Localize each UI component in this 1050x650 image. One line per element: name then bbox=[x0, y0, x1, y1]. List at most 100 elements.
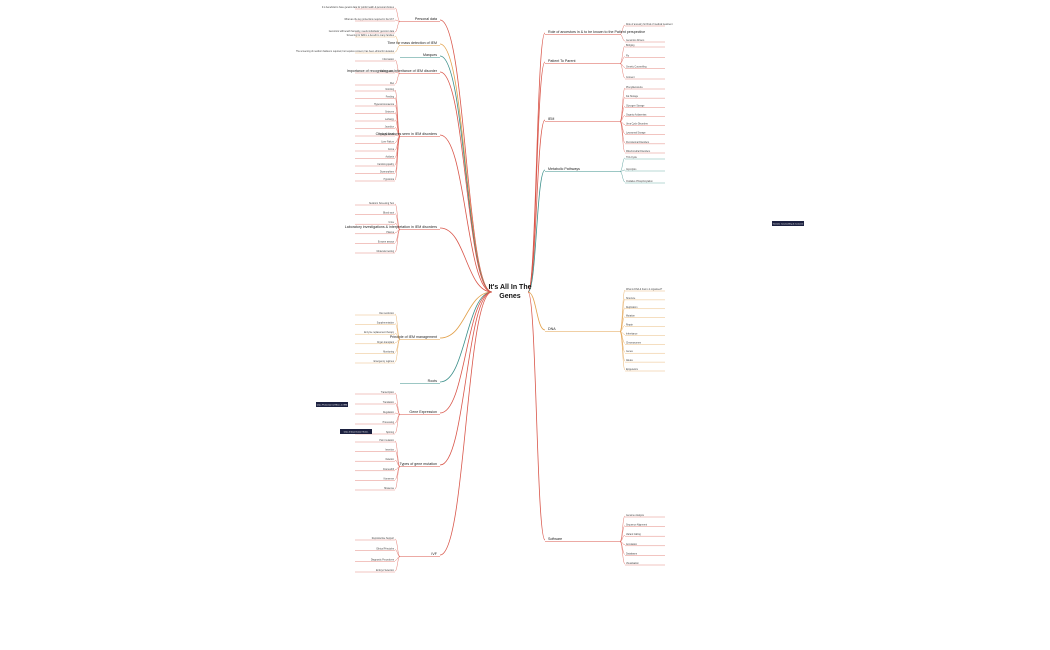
subtopic[interactable]: Urea Cycle Disorders bbox=[626, 123, 649, 126]
subtopic[interactable]: Organ transplant bbox=[377, 341, 394, 344]
highlight-box[interactable]: Genetic Counselling & Consent bbox=[772, 221, 804, 226]
subtopic[interactable]: What are the key protections required in… bbox=[344, 18, 394, 21]
subtopic[interactable]: Supplementation bbox=[377, 322, 395, 325]
subtopic[interactable]: Point mutation bbox=[379, 439, 394, 442]
subtopic[interactable]: Jaundice bbox=[385, 127, 395, 129]
subtopic[interactable]: Bridging bbox=[626, 44, 635, 47]
subtopic[interactable]: Genomics will benefit humanity, needs in… bbox=[329, 30, 395, 33]
subtopic[interactable]: Splicing bbox=[386, 432, 395, 434]
highlight-box[interactable]: Data Interpretation Notes bbox=[340, 429, 372, 434]
branch-left-7[interactable]: Roots bbox=[428, 379, 438, 383]
subtopic[interactable]: Consent bbox=[626, 76, 635, 79]
subtopic[interactable]: Missense bbox=[384, 488, 394, 490]
subtopic[interactable]: Information bbox=[383, 58, 395, 61]
branch-left-6[interactable]: Principle of IEM management bbox=[390, 335, 437, 339]
branch-left-9[interactable]: Types of gene mutation bbox=[400, 462, 437, 466]
subtopic[interactable]: Oxidative Phosphorylation bbox=[626, 180, 653, 183]
subtopic[interactable]: Flu bbox=[626, 56, 630, 58]
subtopic[interactable]: Diet bbox=[390, 82, 394, 85]
subtopic[interactable]: Genes bbox=[626, 351, 634, 353]
subtopic[interactable]: Newborn Screening Test bbox=[369, 202, 394, 205]
subtopic[interactable]: Genomics Drivers bbox=[626, 39, 645, 42]
subtopic[interactable]: Emergency regimes bbox=[374, 360, 395, 363]
branch-left-1[interactable]: Time for mass detection of IEM bbox=[387, 41, 437, 45]
subtopic[interactable]: Liver Failure bbox=[381, 141, 394, 144]
subtopic[interactable]: Diet restriction bbox=[379, 312, 394, 315]
branch-right-1[interactable]: Patient To Parent bbox=[548, 59, 576, 63]
branch-right-0[interactable]: Role of ancestors in & to be known to th… bbox=[548, 30, 645, 34]
subtopic[interactable]: Annotation bbox=[626, 543, 638, 546]
subtopic[interactable]: Seizures bbox=[385, 111, 395, 114]
subtopic[interactable]: Plasma bbox=[386, 232, 394, 234]
branch-left-0[interactable]: Personal data bbox=[415, 17, 437, 21]
subtopic[interactable]: Mutation bbox=[626, 315, 636, 318]
subtopic[interactable]: Structure bbox=[626, 297, 636, 300]
subtopic[interactable]: It is beneficial to have genetic data fo… bbox=[322, 6, 395, 9]
subtopic[interactable]: Lethargy bbox=[385, 118, 395, 121]
branch-left-10[interactable]: IVF bbox=[431, 552, 437, 556]
subtopic[interactable]: Hypoglycaemia bbox=[378, 134, 394, 136]
branch-right-3[interactable]: Metabolic Pathways bbox=[548, 167, 580, 171]
subtopic[interactable]: Molecular testing bbox=[377, 250, 395, 253]
subtopic[interactable]: Genome Analysis bbox=[626, 514, 645, 517]
subtopic[interactable]: Acidosis bbox=[385, 156, 394, 159]
subtopic[interactable]: Translation bbox=[383, 401, 395, 404]
branch-left-5[interactable]: Laboratory investigations & interpretati… bbox=[345, 225, 437, 229]
subtopic[interactable]: What is DNA & how is it organised? bbox=[626, 288, 663, 291]
subtopic[interactable]: TCA Cycle bbox=[626, 156, 638, 159]
central-topic[interactable]: It's All In The Genes bbox=[488, 284, 531, 300]
subtopic[interactable]: Genetic Counselling bbox=[626, 65, 647, 68]
branch-left-8[interactable]: Gene Expression bbox=[409, 410, 437, 414]
subtopic[interactable]: Reproductive Support bbox=[372, 537, 395, 540]
subtopic[interactable]: Fat Storage bbox=[626, 95, 639, 98]
subtopic[interactable]: Sequence Alignment bbox=[626, 524, 647, 527]
subtopic[interactable]: Nonsense bbox=[384, 478, 395, 480]
branch-right-2[interactable]: IEM bbox=[548, 117, 554, 121]
subtopic[interactable]: Phenylketonuria bbox=[626, 86, 643, 89]
subtopic[interactable]: Enzyme replacement therapy bbox=[364, 331, 395, 334]
subtopic[interactable]: Peroxisomal Disorders bbox=[626, 141, 650, 144]
branch-left-2[interactable]: Marques bbox=[423, 53, 437, 57]
subtopic[interactable]: Chromosomes bbox=[626, 341, 642, 344]
branch-right-4[interactable]: DNA bbox=[548, 327, 556, 331]
subtopic[interactable]: Deletion bbox=[386, 458, 395, 461]
subtopic[interactable]: Feeding bbox=[386, 97, 395, 99]
subtopic[interactable]: Urine bbox=[389, 221, 395, 224]
branch-left-4[interactable]: Clinical features seen in IEM disorders bbox=[376, 132, 438, 136]
subtopic[interactable]: Mitochondrial Disorders bbox=[626, 150, 651, 153]
subtopic[interactable]: Inheritance bbox=[626, 332, 638, 335]
subtopic[interactable]: Coma bbox=[388, 149, 395, 151]
subtopic[interactable]: Regulation bbox=[383, 411, 395, 414]
subtopic[interactable]: Monitoring bbox=[383, 350, 394, 353]
branch-left-3[interactable]: Importance of recognising an inheritance… bbox=[347, 69, 438, 73]
subtopic[interactable]: Insertion bbox=[385, 449, 395, 452]
subtopic[interactable]: Hyperammonaemia bbox=[374, 103, 395, 106]
subtopic[interactable]: Embryo Selection bbox=[376, 569, 395, 572]
subtopic[interactable]: Databases bbox=[626, 552, 638, 555]
subtopic[interactable]: Organic Acidaemias bbox=[626, 113, 647, 116]
subtopic[interactable]: Blood spot bbox=[383, 212, 394, 215]
subtopic[interactable]: Repair bbox=[626, 324, 633, 327]
subtopic[interactable]: Cardiomyopathy bbox=[377, 163, 395, 166]
subtopic[interactable]: Variant Calling bbox=[626, 533, 641, 536]
subtopic[interactable]: Glycogen Storage bbox=[626, 104, 645, 107]
subtopic[interactable]: Frameshift bbox=[383, 468, 394, 471]
subtopic[interactable]: Lysosomal Storage bbox=[626, 132, 646, 135]
subtopic[interactable]: Epigenetics bbox=[626, 368, 639, 371]
subtopic[interactable]: The screening of newborn babies is requi… bbox=[296, 50, 395, 53]
subtopic[interactable]: Transcription bbox=[381, 391, 395, 394]
subtopic[interactable]: Hypotonia bbox=[384, 178, 395, 181]
subtopic[interactable]: Vomiting bbox=[385, 88, 395, 91]
subtopic[interactable]: Dysmorphism bbox=[380, 171, 394, 174]
subtopic[interactable]: Visualisation bbox=[626, 562, 640, 565]
subtopic[interactable]: Family history bbox=[380, 70, 395, 73]
subtopic[interactable]: Processing bbox=[383, 421, 395, 424]
subtopic[interactable]: Enzyme assays bbox=[378, 241, 395, 243]
subtopic[interactable]: Screening for IEM is a benefit to many f… bbox=[347, 34, 395, 37]
subtopic[interactable]: Role of ancestry for Risk of medical tre… bbox=[626, 23, 673, 26]
subtopic[interactable]: Alleles bbox=[626, 359, 634, 362]
subtopic[interactable]: Ethical Principles bbox=[377, 548, 395, 551]
subtopic[interactable]: Glycolysis bbox=[626, 169, 637, 171]
subtopic[interactable]: Diagnostic Procedures bbox=[371, 558, 395, 561]
branch-right-5[interactable]: Software bbox=[548, 537, 562, 541]
